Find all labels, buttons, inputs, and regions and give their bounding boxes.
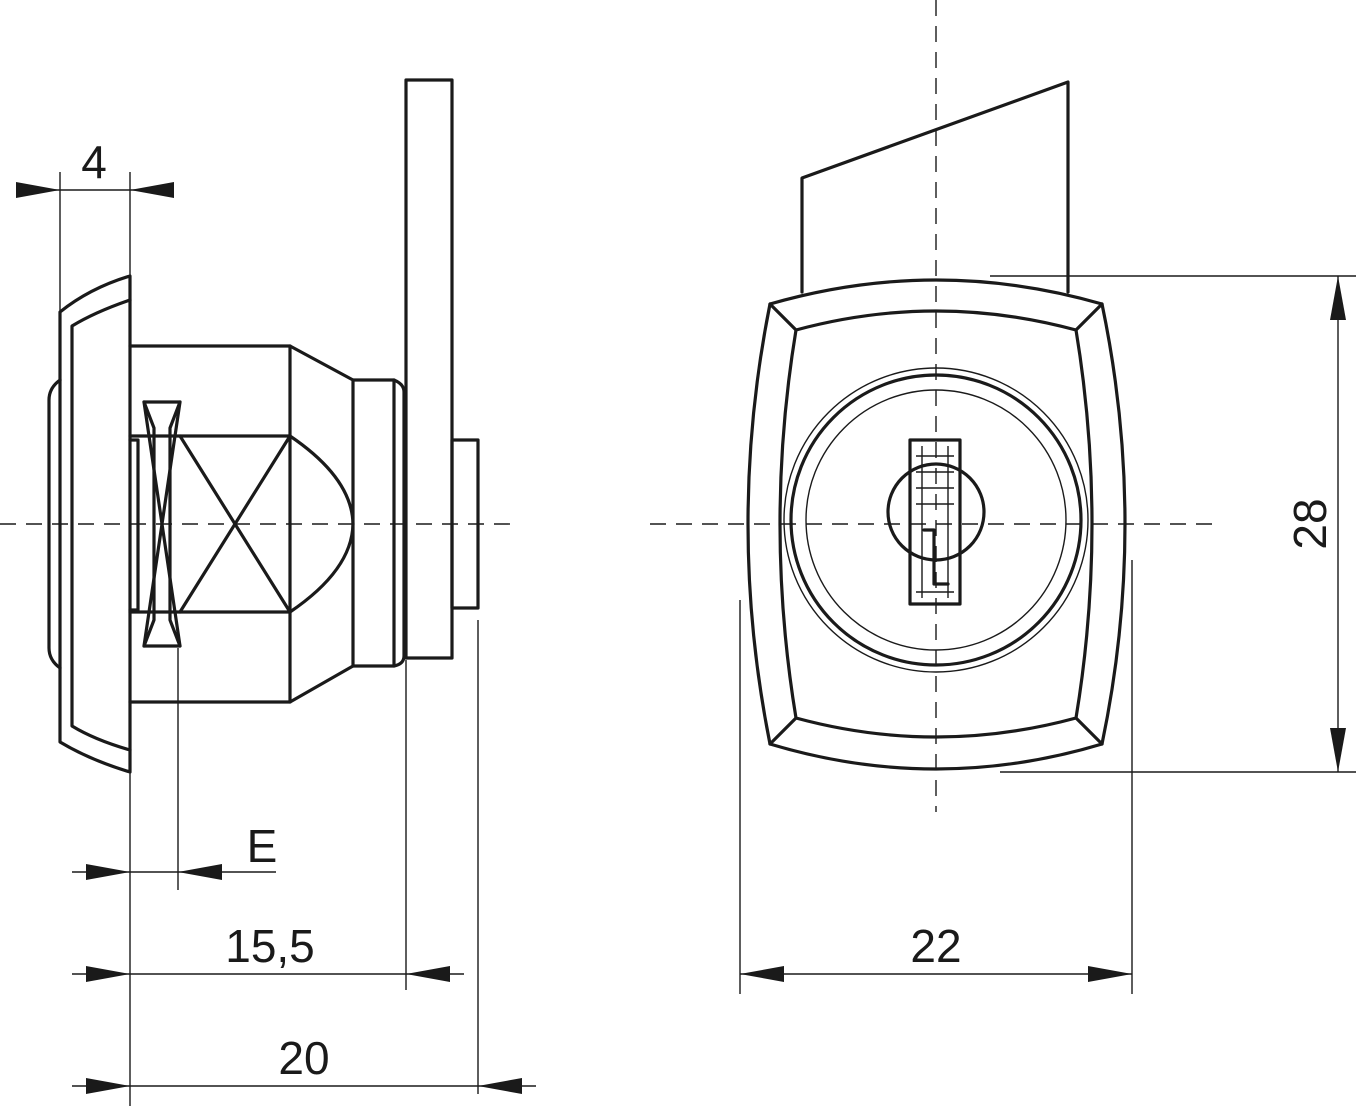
dim-label-body: 15,5 (225, 920, 315, 972)
side-dimensions: 4 E 15,5 20 (16, 136, 536, 1106)
arrow (740, 966, 784, 982)
cylinder-outer-ring (783, 367, 1089, 673)
bevel-top-left (768, 302, 798, 332)
flange-front-cap (47, 378, 62, 670)
cam-plate (404, 78, 454, 660)
arrow (1330, 728, 1346, 772)
flange-inner-edge (70, 298, 132, 752)
arrow (86, 864, 130, 880)
cam-plate-front (800, 80, 1070, 294)
bevel-bottom-left (768, 716, 798, 746)
dim-label-e: E (247, 820, 278, 872)
collar (351, 378, 406, 668)
front-dimensions: 22 28 (739, 275, 1356, 994)
nut-cross-b (178, 434, 292, 614)
bevel-bottom-right (1074, 716, 1104, 746)
arrow (86, 1078, 130, 1094)
side-view (0, 78, 515, 774)
arrow (16, 182, 60, 198)
flange-head (58, 274, 132, 774)
arrow (1330, 276, 1346, 320)
washer-diag-b (142, 400, 182, 648)
front-view (650, 0, 1222, 812)
arrow (406, 966, 450, 982)
arrow (130, 182, 174, 198)
dim-label-total: 20 (278, 1032, 329, 1084)
keyway-ward (922, 528, 950, 586)
arrow (1088, 966, 1132, 982)
keyway-circle (886, 462, 986, 562)
cylinder-inner-ring (805, 389, 1067, 651)
bevel-top-right (1074, 302, 1104, 332)
nut-curve (288, 434, 355, 614)
rear-stud (450, 438, 480, 610)
dim-label-height: 28 (1284, 498, 1336, 549)
dim-label-flange: 4 (81, 136, 107, 188)
dim-label-width: 22 (910, 920, 961, 972)
arrow (478, 1078, 522, 1094)
washer-seat (128, 438, 140, 612)
arrow (178, 864, 222, 880)
cylinder-ring (789, 373, 1083, 667)
arrow (86, 966, 130, 982)
keyway-slot (908, 438, 962, 606)
